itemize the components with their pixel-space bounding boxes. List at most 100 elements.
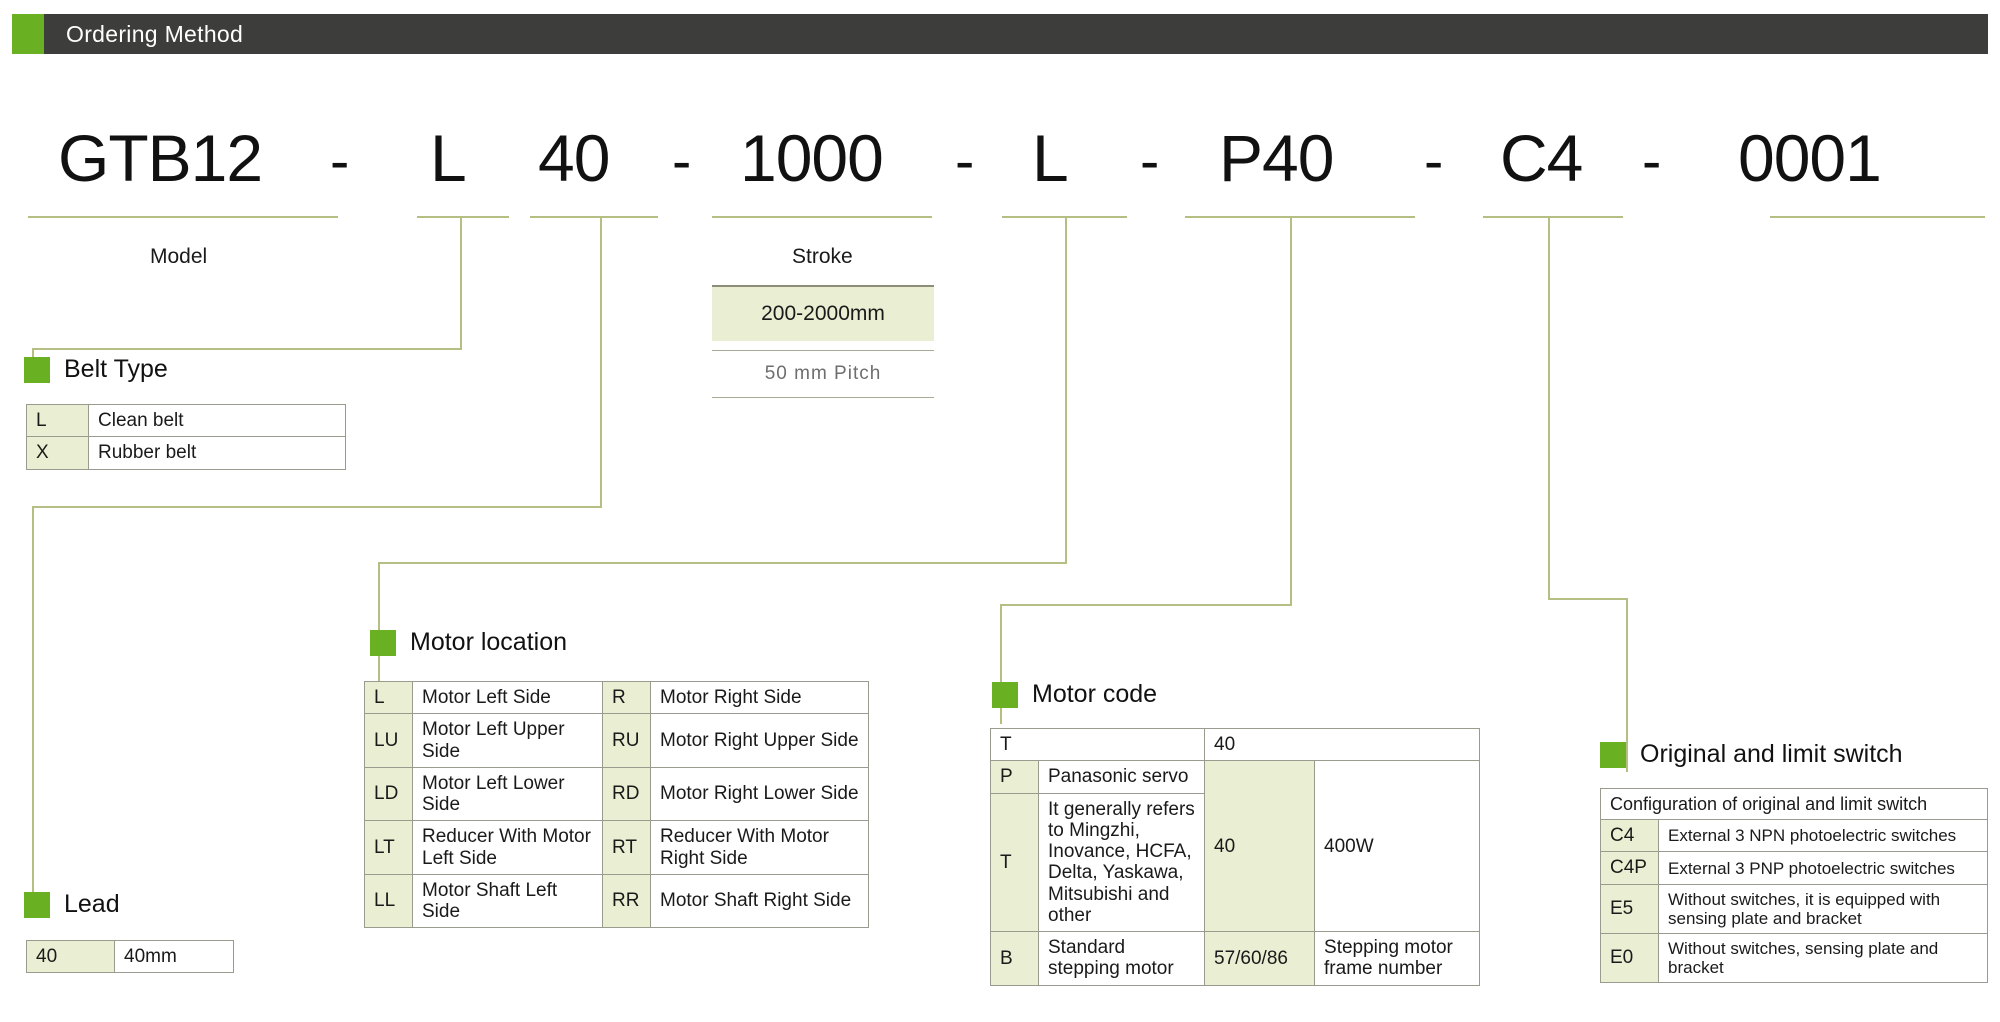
pn-segment-motor-loc: L xyxy=(1032,121,1069,195)
lead-code: 40 xyxy=(26,939,115,974)
underline-motor-code xyxy=(1185,216,1415,218)
belt-type-desc: Rubber belt xyxy=(88,436,346,470)
header-accent-block xyxy=(12,14,44,54)
limit-switch-code: E5 xyxy=(1600,883,1659,934)
table-row[interactable]: X Rubber belt xyxy=(26,436,346,470)
pn-segment-motor-code: P40 xyxy=(1219,121,1334,195)
pn-segment-serial: 0001 xyxy=(1738,121,1882,195)
limit-switch-desc: Without switches, sensing plate and brac… xyxy=(1658,932,1988,983)
motor-code-heading: Motor code xyxy=(1032,680,1158,708)
underline-belt xyxy=(417,216,509,218)
section-motor-code: Motor code xyxy=(992,680,1157,709)
motor-location-heading: Motor location xyxy=(410,628,568,656)
motor-location-desc-right: Motor Shaft Right Side xyxy=(650,873,869,929)
motor-code-num: 57/60/86 xyxy=(1204,931,1316,986)
connector-lead-v2 xyxy=(32,506,34,902)
motor-location-code-left: L xyxy=(364,680,413,715)
motor-code-desc: Panasonic servo xyxy=(1037,760,1206,794)
connector-lead-v1 xyxy=(600,216,602,508)
pn-dash-2: - xyxy=(672,129,691,194)
connector-lead-h xyxy=(32,506,602,508)
motor-code-desc: Standard stepping motor xyxy=(1037,931,1206,986)
motor-code-desc: It generally refers to Mingzhi, Inovance… xyxy=(1037,792,1206,933)
motor-code-num: 40 xyxy=(1204,760,1316,933)
table-row[interactable]: LU Motor Left Upper Side RU Motor Right … xyxy=(364,713,869,768)
motor-location-code-left: LD xyxy=(364,766,413,822)
motor-location-table: L Motor Left Side R Motor Right Side LU … xyxy=(364,680,869,929)
connector-belt-v1 xyxy=(460,216,462,350)
table-row[interactable]: LT Reducer With Motor Left Side RT Reduc… xyxy=(364,820,869,875)
belt-type-desc: Clean belt xyxy=(88,403,346,438)
connector-motorloc-v1 xyxy=(1065,216,1067,564)
table-header-row: T 40 xyxy=(989,727,1480,762)
motor-location-desc-right: Motor Right Lower Side xyxy=(650,766,869,822)
motor-location-desc-left: Motor Left Upper Side xyxy=(412,713,603,768)
limit-switch-code: C4P xyxy=(1600,851,1659,885)
belt-type-heading: Belt Type xyxy=(64,355,168,383)
section-belt-type: Belt Type xyxy=(24,355,168,384)
motor-location-desc-right: Motor Right Upper Side xyxy=(650,713,869,768)
caption-model: Model xyxy=(150,245,208,268)
section-motor-location: Motor location xyxy=(370,628,567,657)
connector-switch-h xyxy=(1548,598,1628,600)
motor-code-code: B xyxy=(990,931,1039,986)
motor-code-code: P xyxy=(990,760,1039,794)
table-header-row: Configuration of original and limit swit… xyxy=(1600,787,1988,821)
motor-location-code-left: LT xyxy=(364,820,413,875)
belt-type-code: X xyxy=(26,436,89,470)
section-limit-switch: Original and limit switch xyxy=(1600,740,1903,769)
motor-location-desc-left: Reducer With Motor Left Side xyxy=(412,820,603,875)
table-row[interactable]: E0 Without switches, sensing plate and b… xyxy=(1600,932,1988,983)
underline-model xyxy=(28,216,338,218)
motor-location-code-left: LL xyxy=(364,873,413,929)
connector-belt-h xyxy=(32,348,462,350)
table-row[interactable]: T It generally refers to Mingzhi, Inovan… xyxy=(990,792,1480,933)
table-row[interactable]: E5 Without switches, it is equipped with… xyxy=(1600,883,1988,934)
belt-type-table: L Clean belt X Rubber belt xyxy=(26,403,346,470)
limit-switch-desc: Without switches, it is equipped with se… xyxy=(1658,883,1988,934)
limit-switch-code: C4 xyxy=(1600,819,1659,853)
pn-segment-model: GTB12 xyxy=(58,121,263,195)
stroke-pitch-note: 50 mm Pitch xyxy=(712,350,934,398)
pn-dash-5: - xyxy=(1424,129,1443,194)
underline-serial xyxy=(1770,216,1985,218)
caption-stroke: Stroke xyxy=(792,245,853,268)
pn-dash-1: - xyxy=(330,129,349,194)
table-row[interactable]: C4 External 3 NPN photoelectric switches xyxy=(1600,819,1988,853)
motor-location-code-right: RR xyxy=(602,873,651,929)
underline-switch xyxy=(1483,216,1623,218)
motor-location-code-right: RU xyxy=(602,713,651,768)
table-row[interactable]: P Panasonic servo 40 400W xyxy=(990,760,1480,933)
lead-heading: Lead xyxy=(64,890,120,918)
table-row[interactable]: LL Motor Shaft Left Side RR Motor Shaft … xyxy=(364,873,869,929)
belt-type-marker-icon xyxy=(24,356,50,383)
table-row[interactable]: B Standard stepping motor 57/60/86 Stepp… xyxy=(990,931,1480,986)
connector-motorloc-h xyxy=(378,562,1067,564)
table-row[interactable]: C4P External 3 PNP photoelectric switche… xyxy=(1600,851,1988,885)
stroke-range-box: 200-2000mm xyxy=(712,285,934,341)
table-row[interactable]: 40 40mm xyxy=(26,939,234,974)
pn-dash-3: - xyxy=(955,129,974,194)
connector-switch-v2 xyxy=(1626,598,1628,772)
pn-segment-belt: L xyxy=(430,121,467,195)
underline-motor-loc xyxy=(1002,216,1127,218)
lead-marker-icon xyxy=(24,891,50,918)
motor-location-desc-right: Reducer With Motor Right Side xyxy=(650,820,869,875)
motor-code-power: 400W xyxy=(1314,760,1480,933)
motor-code-table: T 40 P Panasonic servo 40 400W T It gene… xyxy=(989,727,1480,986)
table-row[interactable]: L Motor Left Side R Motor Right Side xyxy=(364,680,869,715)
limit-switch-heading: Original and limit switch xyxy=(1640,740,1903,768)
motor-location-desc-left: Motor Shaft Left Side xyxy=(412,873,603,929)
table-row[interactable]: L Clean belt xyxy=(26,403,346,438)
part-number-row: GTB12 - L 40 - 1000 - L - P40 - C4 - 000… xyxy=(0,120,2000,200)
connector-motorcode-h xyxy=(1000,604,1292,606)
table-row[interactable]: LD Motor Left Lower Side RD Motor Right … xyxy=(364,766,869,822)
motor-location-desc-left: Motor Left Side xyxy=(412,680,603,715)
section-lead: Lead xyxy=(24,890,120,919)
motor-location-code-right: RD xyxy=(602,766,651,822)
underline-lead xyxy=(530,216,658,218)
lead-table: 40 40mm xyxy=(26,939,234,974)
motor-location-desc-right: Motor Right Side xyxy=(650,680,869,715)
connector-motorloc-v2 xyxy=(378,562,380,684)
connector-motorcode-v2 xyxy=(1000,604,1002,724)
